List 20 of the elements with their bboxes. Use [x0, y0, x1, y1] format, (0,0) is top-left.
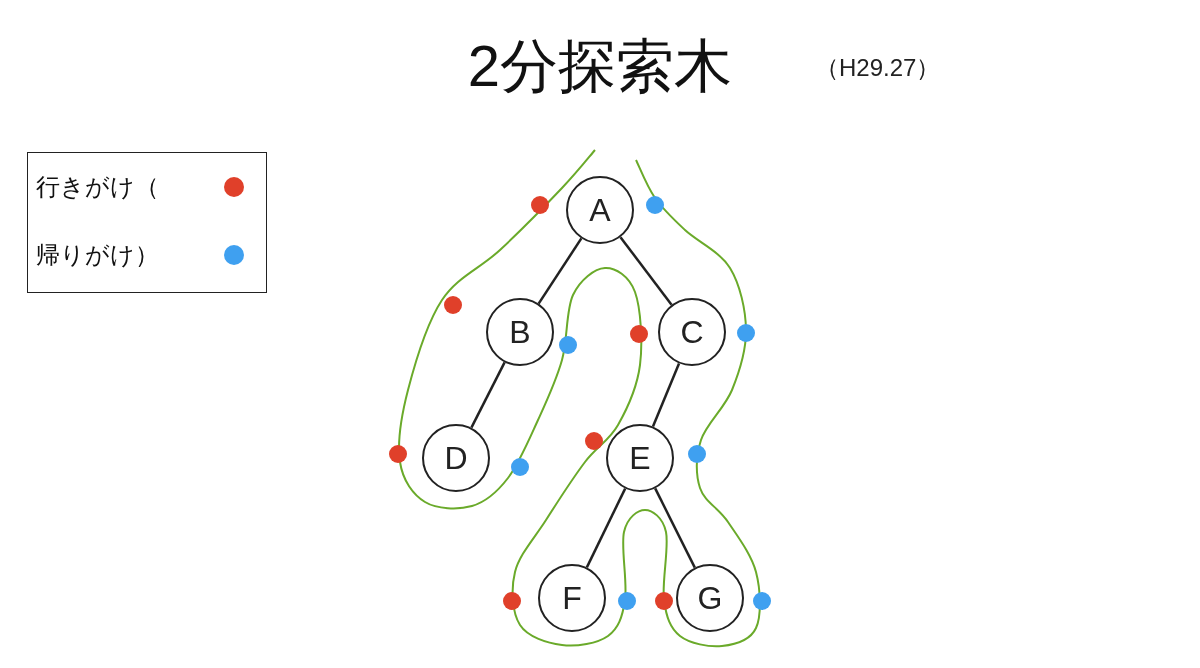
node-letter: G	[697, 579, 723, 617]
node-letter: B	[509, 313, 531, 351]
legend-text: 帰りがけ）	[36, 240, 159, 270]
tree-edge	[651, 362, 681, 428]
node-letter: E	[629, 439, 651, 477]
tree-edge	[619, 236, 673, 306]
title: 2分探索木	[467, 33, 733, 98]
legend-text: 行きがけ（	[36, 172, 159, 202]
node-letter: C	[680, 313, 704, 351]
tree-edge	[470, 361, 506, 429]
node-letter: A	[589, 191, 611, 229]
tree-node-circle	[566, 176, 634, 244]
tree-edge	[537, 237, 583, 305]
tree-node-circle	[676, 564, 744, 632]
node-letter: F	[562, 579, 582, 617]
tree-edge	[585, 488, 627, 568]
tree-edge	[654, 487, 696, 569]
tree-node-circle	[606, 424, 674, 492]
note-label: （H29.27）	[815, 53, 941, 83]
node-letter: D	[444, 439, 468, 477]
